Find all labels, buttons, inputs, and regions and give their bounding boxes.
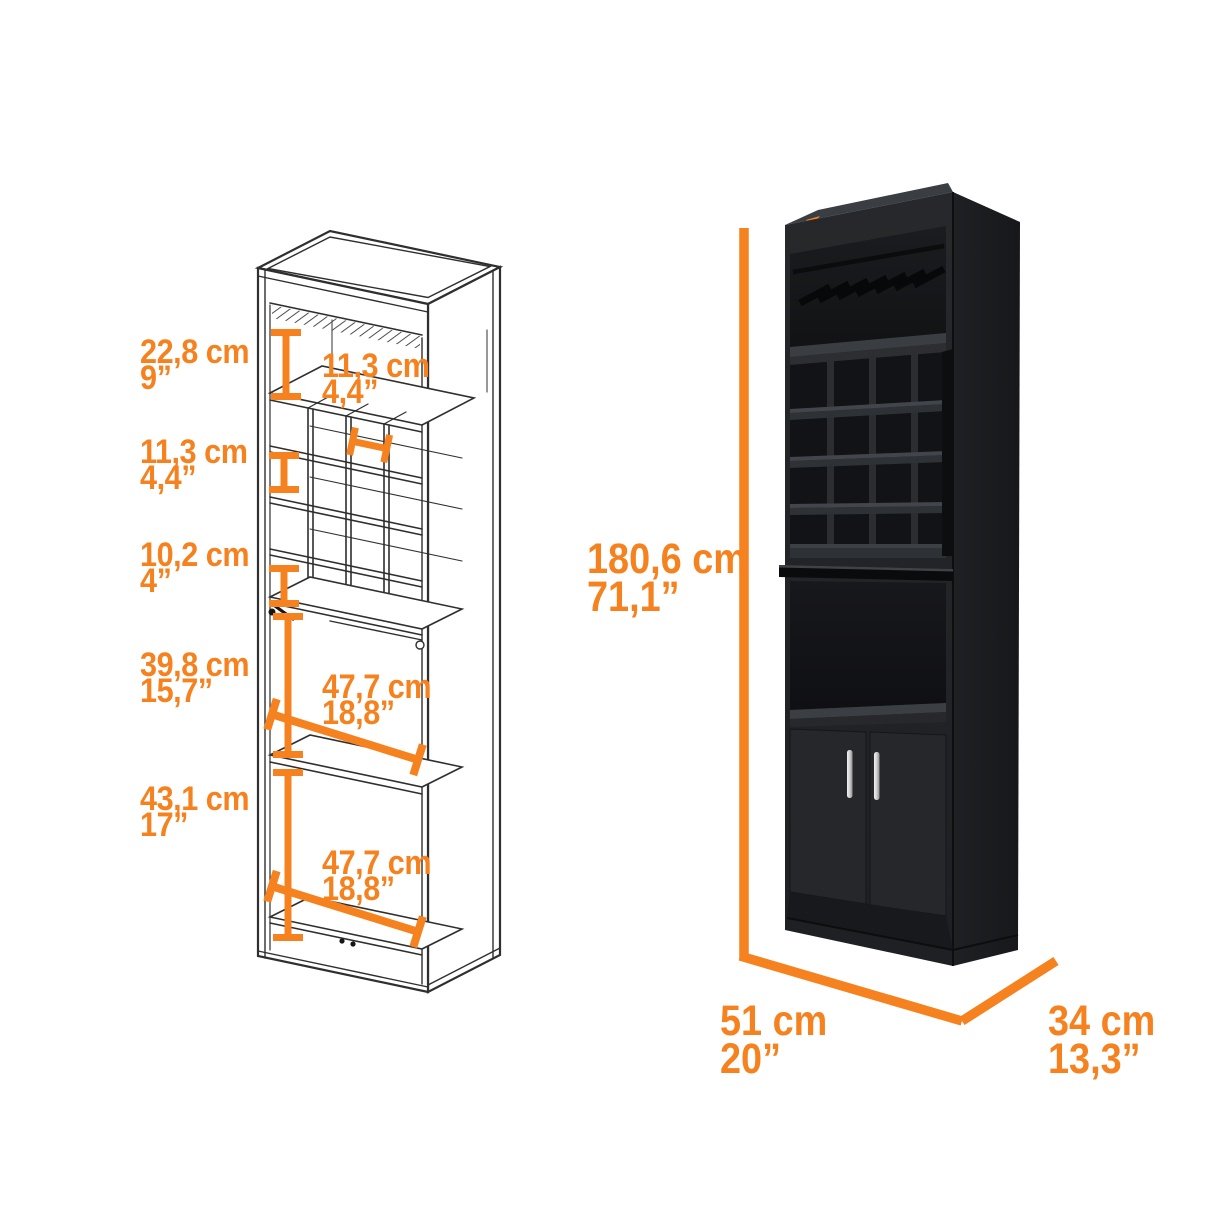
dim-label-stemware-height: 22,8 cm 9” — [140, 333, 250, 397]
cabinet-side-face — [953, 192, 1020, 966]
door-handle-left — [847, 750, 853, 798]
dim-cm: 10,2 cm — [140, 536, 250, 574]
overall-dimension-lines — [738, 228, 1059, 1026]
dim-label-cubby-width: 11,3 cm 4,4” — [322, 347, 430, 411]
shelf-top-sliver — [790, 333, 946, 357]
dim-label-overall-depth: 51 cm 20” — [720, 997, 828, 1083]
stemware-rack-hatch — [272, 305, 488, 393]
open-shelf-section — [790, 581, 946, 710]
dim-marker-cubby-width — [346, 426, 394, 464]
dim-label-inner-width-lower: 47,7 cm 18,8” — [322, 844, 432, 908]
dim-label-cubby-height: 11,3 cm 4,4” — [140, 433, 248, 497]
depth-dim-line — [738, 951, 964, 1026]
dim-cm: 11,3 cm — [322, 347, 430, 385]
dim-label-inner-width-upper: 47,7 cm 18,8” — [322, 668, 432, 732]
dim-cm: 22,8 cm — [140, 333, 250, 371]
dim-marker-cubby-height — [269, 452, 299, 493]
dim-cm: 180,6 cm — [587, 535, 747, 583]
wireframe-dimension-markers — [263, 329, 427, 949]
door-handle-right — [874, 752, 880, 800]
dim-inch: 71,1” — [587, 573, 680, 621]
dim-inch: 18,8” — [322, 694, 395, 732]
dim-marker-middle-height — [273, 613, 303, 758]
dim-inch: 17” — [140, 806, 188, 844]
dim-inch: 18,8” — [322, 870, 395, 908]
cabinet-door-right — [869, 731, 947, 917]
dim-marker-width-upper — [263, 697, 427, 777]
cabinet-plinth — [787, 892, 953, 950]
dim-inch: 4,4” — [322, 373, 379, 411]
dim-inch: 20” — [720, 1035, 782, 1083]
dim-inch: 4” — [140, 562, 172, 600]
dim-cm: 47,7 cm — [322, 844, 432, 882]
wine-cubby-grid — [790, 349, 953, 558]
dim-inch: 4,4” — [140, 459, 197, 497]
rendered-cabinet — [779, 183, 1020, 966]
dim-cm: 34 cm — [1048, 997, 1156, 1045]
cabinet-door-left — [789, 728, 867, 905]
dim-cm: 47,7 cm — [322, 668, 432, 706]
wireframe-side-face — [426, 265, 502, 994]
cabinet-top-wedge — [785, 183, 953, 225]
dim-inch: 13,3” — [1048, 1035, 1141, 1083]
stemware-rack — [792, 243, 946, 307]
dim-marker-width-lower — [263, 869, 427, 949]
width-dim-line — [959, 956, 1059, 1026]
dim-label-overall-height: 180,6 cm 71,1” — [587, 535, 747, 621]
dim-cm: 39,8 cm — [140, 646, 250, 684]
dim-cm: 43,1 cm — [140, 780, 250, 818]
dim-label-gap-height: 10,2 cm 4” — [140, 536, 250, 600]
dim-marker-bottom-height — [273, 769, 303, 941]
bar-rail — [779, 565, 953, 581]
cabinet-doors — [789, 728, 947, 917]
dim-label-overall-width: 34 cm 13,3” — [1048, 997, 1156, 1083]
dim-label-middle-height: 39,8 cm 15,7” — [140, 646, 250, 710]
dim-inch: 15,7” — [140, 672, 213, 710]
dim-cm: 11,3 cm — [140, 433, 248, 471]
dim-label-bottom-height: 43,1 cm 17” — [140, 780, 250, 844]
dim-inch: 9” — [140, 359, 172, 397]
dim-marker-gap-height — [269, 565, 299, 607]
dim-cm: 51 cm — [720, 997, 828, 1045]
open-shelf-surface — [790, 703, 946, 719]
dim-marker-stemware-height — [271, 329, 301, 400]
